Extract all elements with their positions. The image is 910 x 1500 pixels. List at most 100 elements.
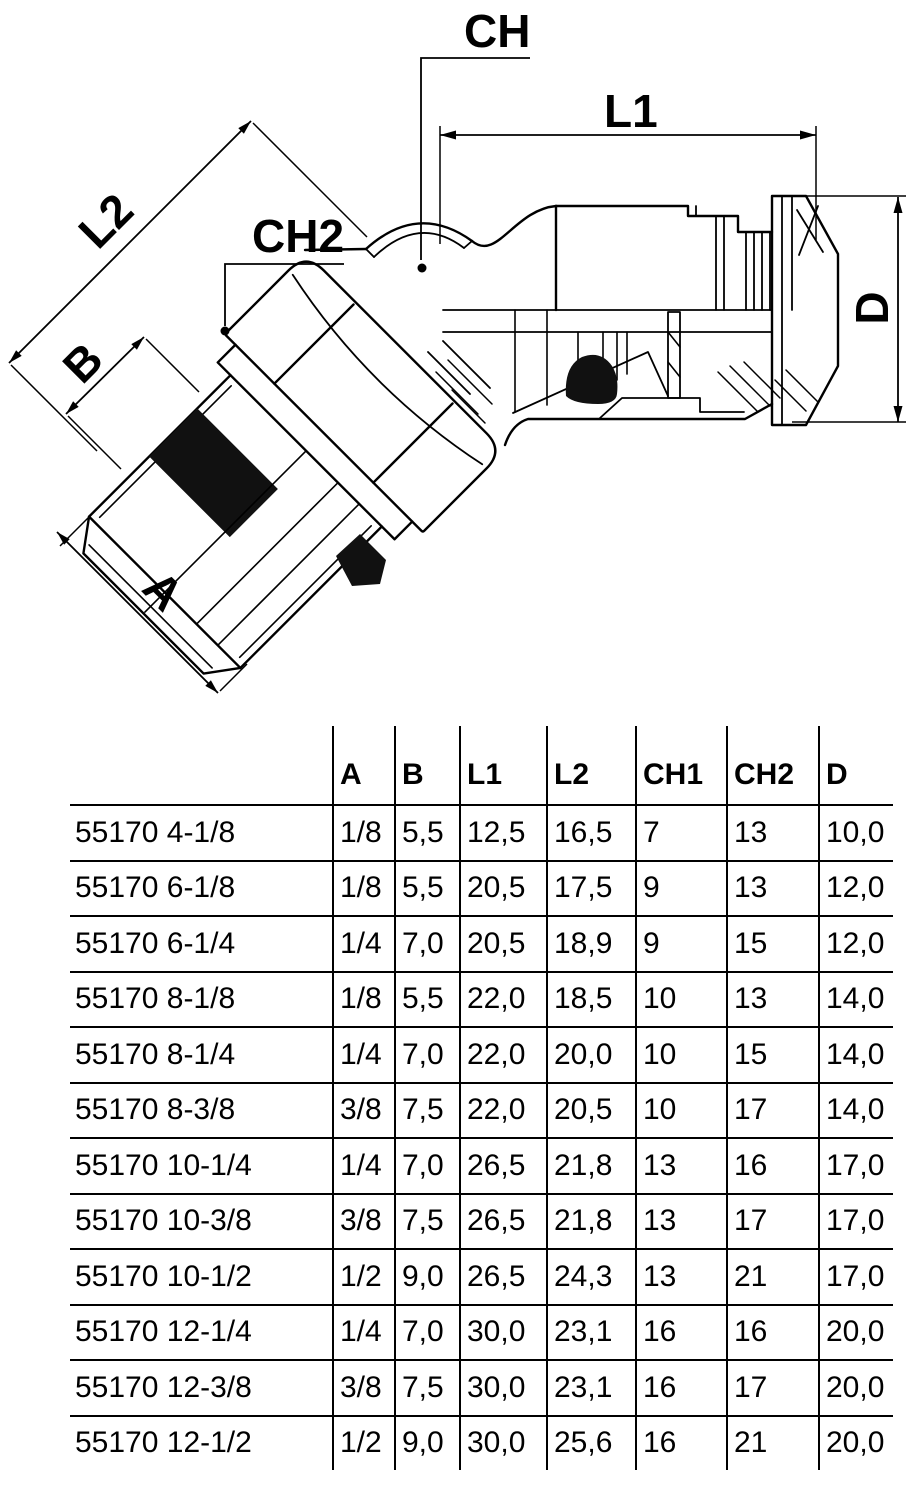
- table-cell: 23,1: [546, 1303, 636, 1360]
- table-cell: 20,5: [459, 915, 547, 972]
- d-arrow-bottom: [893, 406, 903, 422]
- dim-b: [65, 336, 200, 470]
- l1-arrow-left: [440, 130, 456, 140]
- hex-facet-right: [372, 402, 454, 484]
- dim-ch2: [220, 263, 344, 336]
- l2-arrow-lower: [9, 350, 22, 363]
- table-cell: 9: [635, 915, 727, 972]
- table-cell: 12,0: [818, 859, 893, 916]
- table-cell: 17: [726, 1192, 819, 1249]
- column-header: A: [332, 726, 395, 805]
- table-cell: 13: [635, 1192, 727, 1249]
- table-cell: 16: [635, 1359, 727, 1416]
- l2-ext-lower: [10, 364, 98, 452]
- table-cell: 7,0: [394, 1137, 460, 1194]
- table-cell: 1/2: [332, 1414, 395, 1470]
- table-cell: 5,5: [394, 970, 460, 1027]
- table-cell: 16: [635, 1303, 727, 1360]
- table-cell: 17,5: [546, 859, 636, 916]
- body-bottom: [503, 402, 774, 447]
- table-cell: 14,0: [818, 1081, 893, 1138]
- bore-cone: [512, 351, 669, 414]
- table-cell: 13: [635, 1248, 727, 1305]
- o-ring-seal-horizontal: [565, 354, 618, 404]
- table-cell: 17,0: [818, 1192, 893, 1249]
- table-cell: 7,0: [394, 1026, 460, 1083]
- section-hatching: [435, 359, 819, 424]
- table-cell: 7,5: [394, 1081, 460, 1138]
- dim-label-ch2: CH2: [252, 210, 344, 262]
- elbow-crown-inner: [373, 232, 465, 258]
- table-cell: 16: [726, 1303, 819, 1360]
- dim-label-l2: L2: [68, 183, 143, 258]
- table-cell: 17: [726, 1081, 819, 1138]
- table-cell: 13: [726, 804, 819, 861]
- table-cell: 16,5: [546, 804, 636, 861]
- b-ext-lower: [67, 415, 122, 470]
- table-cell: 9,0: [394, 1248, 460, 1305]
- l2-line: [8, 120, 252, 364]
- a-line: [56, 531, 219, 694]
- table-cell: 7,0: [394, 915, 460, 972]
- table-cell: 10,0: [818, 804, 893, 861]
- table-cell: 55170 8-3/8: [70, 1081, 333, 1138]
- l2-ext-upper: [252, 122, 368, 238]
- table-cell: 30,0: [459, 1359, 547, 1416]
- elbow-left-shoulder: [303, 247, 368, 252]
- table-cell: 23,1: [546, 1359, 636, 1416]
- table-cell: 15: [726, 915, 819, 972]
- table-cell: 55170 8-1/8: [70, 970, 333, 1027]
- claw-column: [667, 311, 681, 399]
- hex-facet-left: [273, 303, 355, 385]
- b-ext-upper: [145, 338, 200, 393]
- a-ext-lower: [219, 663, 248, 692]
- dim-l1: [439, 126, 817, 244]
- table-cell: 1/4: [332, 1303, 395, 1360]
- table-cell: 1/4: [332, 1026, 395, 1083]
- table-cell: 1/8: [332, 859, 395, 916]
- table-cell: 17,0: [818, 1248, 893, 1305]
- table-cell: 21: [726, 1414, 819, 1470]
- table-cell: 14,0: [818, 1026, 893, 1083]
- table-cell: 17,0: [818, 1137, 893, 1194]
- table-cell: 5,5: [394, 804, 460, 861]
- table-cell: 55170 10-3/8: [70, 1192, 333, 1249]
- column-header: [70, 726, 333, 805]
- table-cell: 24,3: [546, 1248, 636, 1305]
- table-cell: 26,5: [459, 1192, 547, 1249]
- table-cell: 55170 4-1/8: [70, 804, 333, 861]
- column-header: CH1: [635, 726, 727, 805]
- table-cell: 21: [726, 1248, 819, 1305]
- table-cell: 30,0: [459, 1303, 547, 1360]
- stud-tip: [82, 515, 242, 675]
- sleeve-top: [554, 204, 774, 234]
- column-header: L2: [546, 726, 636, 805]
- table-cell: 20,0: [818, 1359, 893, 1416]
- table-cell: 1/8: [332, 804, 395, 861]
- end-cap-cross-2: [798, 205, 819, 256]
- table-cell: 12,5: [459, 804, 547, 861]
- body-bottom-steps: [599, 397, 745, 419]
- table-cell: 20,5: [546, 1081, 636, 1138]
- column-header: B: [394, 726, 460, 805]
- table-cell: 7,5: [394, 1359, 460, 1416]
- fitting-technical-drawing: CH L1 CH2 D L2 B A: [0, 0, 910, 726]
- table-cell: 55170 6-1/4: [70, 915, 333, 972]
- table-cell: 13: [726, 859, 819, 916]
- table-cell: 7: [635, 804, 727, 861]
- dim-label-b: B: [53, 333, 113, 393]
- ch-leader: [420, 57, 530, 260]
- table-cell: 10: [635, 1081, 727, 1138]
- table-cell: 14,0: [818, 970, 893, 1027]
- table-cell: 26,5: [459, 1248, 547, 1305]
- branch-section-line-1: [144, 450, 307, 613]
- table-cell: 1/2: [332, 1248, 395, 1305]
